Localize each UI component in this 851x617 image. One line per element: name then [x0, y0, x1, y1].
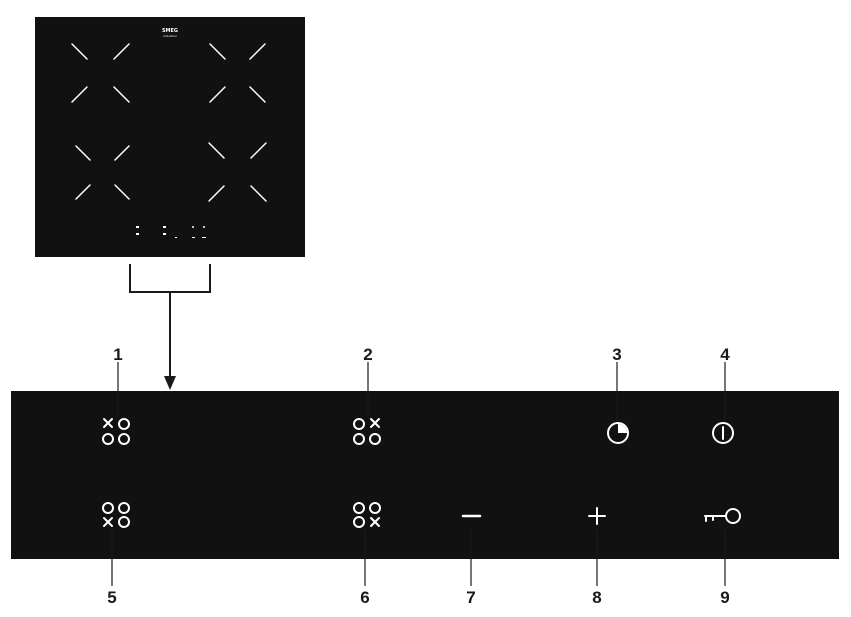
callout-number-1: 1	[113, 345, 122, 364]
zone-rear-left-select-icon	[102, 502, 130, 528]
cooking-zone-rear-right	[209, 43, 266, 103]
zone-front-left-select-button[interactable]	[102, 418, 130, 445]
hob-glass-surface	[35, 17, 305, 257]
zone-rear-right-select-icon	[353, 502, 381, 528]
power-on-off-icon	[712, 422, 734, 444]
timer-icon	[607, 422, 629, 444]
power-button[interactable]	[712, 422, 734, 444]
callout-number-5: 5	[107, 588, 116, 607]
zone-rear-right-select-button[interactable]	[353, 502, 381, 528]
callout-number-2: 2	[363, 345, 372, 364]
callout-number-3: 3	[612, 345, 621, 364]
zone-front-left-select-icon	[102, 418, 130, 445]
cooking-zone-rear-left	[71, 43, 130, 103]
hob-mini-control-strip	[136, 226, 206, 238]
callout-number-8: 8	[592, 588, 601, 607]
callout-leaders-bottom	[111, 530, 726, 586]
callout-number-6: 6	[360, 588, 369, 607]
zone-front-right-select-button[interactable]	[353, 418, 381, 445]
cooking-zone-front-left	[75, 145, 130, 200]
key-lock-icon	[704, 508, 741, 524]
plus-button[interactable]	[588, 507, 606, 525]
zone-front-right-select-icon	[353, 418, 381, 445]
callout-leaders-top	[117, 362, 726, 421]
plus-icon	[588, 507, 606, 525]
brand-logo-subtext: induction	[163, 34, 177, 38]
pointer-arrowhead	[164, 376, 176, 390]
key-lock-button[interactable]	[704, 508, 741, 524]
brand-logo: SMEG induction	[162, 28, 178, 38]
callout-number-7: 7	[466, 588, 475, 607]
hob-top-view: SMEG induction	[35, 17, 305, 257]
control-panel-surface	[11, 391, 839, 559]
callout-number-4: 4	[720, 345, 730, 364]
pointer-bracket	[129, 264, 211, 378]
cooking-zone-front-right	[208, 142, 267, 202]
timer-button[interactable]	[607, 422, 629, 444]
brand-logo-text: SMEG	[162, 28, 178, 34]
zone-rear-left-select-button[interactable]	[102, 502, 130, 528]
callout-number-9: 9	[720, 588, 729, 607]
